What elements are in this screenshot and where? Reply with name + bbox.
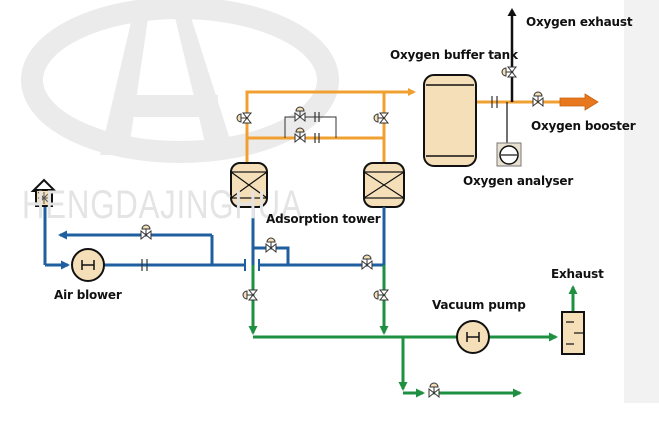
oxygen-buffer-tank[interactable] xyxy=(423,74,477,167)
air-line-fittings xyxy=(244,259,260,271)
air-blower[interactable] xyxy=(71,248,105,282)
oxygen-booster-arrow xyxy=(559,93,599,111)
right-tower-oxygen-valve[interactable] xyxy=(373,112,389,124)
adsorption-tower-right[interactable] xyxy=(363,162,405,208)
watermark-text: HENGDAJINGHUA xyxy=(22,183,303,227)
label-oxygen-buffer-tank: Oxygen buffer tank xyxy=(390,48,518,62)
oxygen-bypass-loop xyxy=(284,116,337,138)
oxygen-main-line xyxy=(245,88,416,165)
left-tower-vacuum-valve[interactable] xyxy=(242,289,258,301)
oxygen-booster-valve[interactable] xyxy=(532,91,544,107)
oxygen-analyser[interactable] xyxy=(496,142,522,167)
side-panel xyxy=(624,0,659,403)
exhaust-silencer[interactable] xyxy=(561,311,585,355)
vacuum-lines xyxy=(248,265,578,398)
label-air-blower: Air blower xyxy=(54,288,122,302)
right-tower-vacuum-valve[interactable] xyxy=(373,289,389,301)
right-tower-air-valve[interactable] xyxy=(361,254,373,270)
oxygen-exhaust-valve[interactable] xyxy=(501,66,517,78)
vacuum-bleed-valve[interactable] xyxy=(428,382,440,398)
label-oxygen-exhaust: Oxygen exhaust xyxy=(526,15,633,29)
watermark-logo xyxy=(21,0,339,163)
left-tower-air-valve[interactable] xyxy=(265,237,277,253)
label-vacuum-pump: Vacuum pump xyxy=(432,298,526,312)
adsorption-tower-left[interactable] xyxy=(230,162,268,208)
label-exhaust: Exhaust xyxy=(551,267,604,281)
label-oxygen-analyser: Oxygen analyser xyxy=(463,174,574,188)
vacuum-pump[interactable] xyxy=(456,320,490,354)
bypass-valve-lower[interactable] xyxy=(294,127,306,143)
left-tower-oxygen-valve[interactable] xyxy=(236,112,252,124)
air-intake-filter-icon xyxy=(30,178,58,207)
orifice-plates xyxy=(314,96,498,143)
label-oxygen-booster: Oxygen booster xyxy=(531,119,636,133)
label-adsorption-tower: Adsorption tower xyxy=(266,212,381,226)
air-orifice xyxy=(141,259,148,271)
oxygen-product-lines xyxy=(245,88,560,165)
